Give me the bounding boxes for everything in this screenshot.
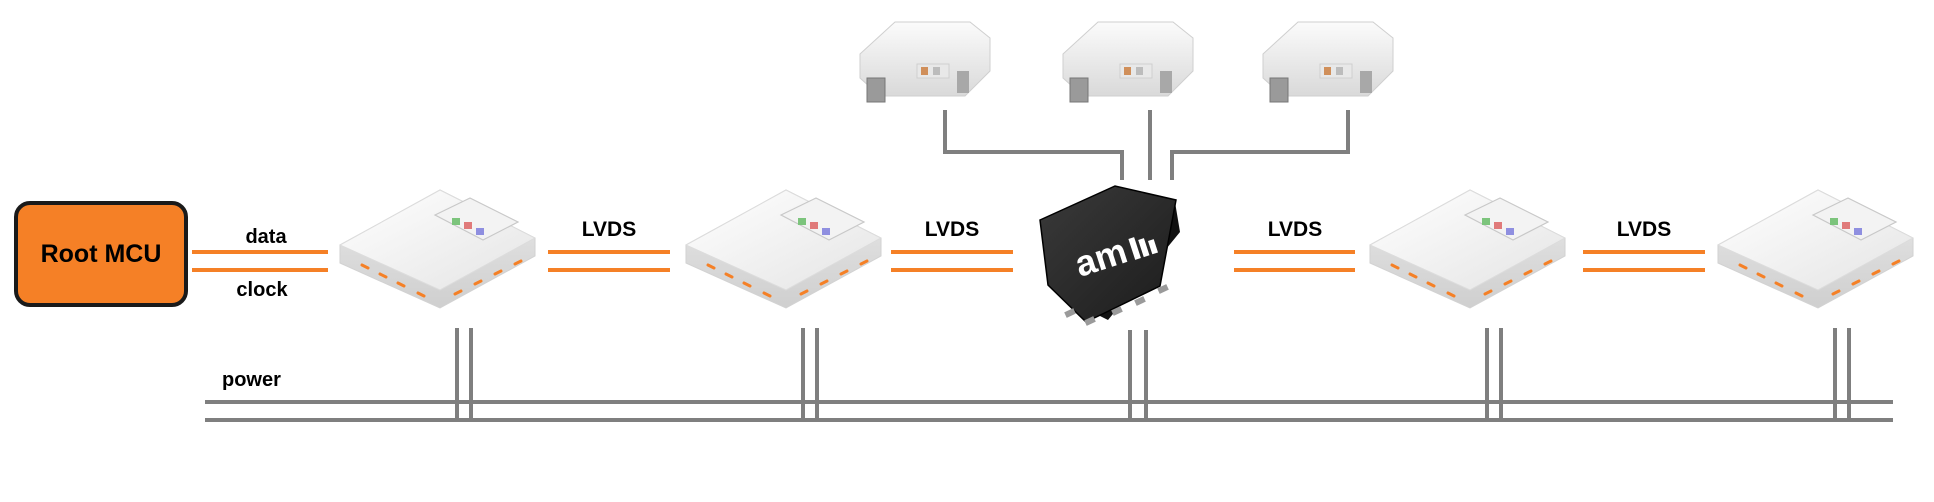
side-led-wires: [943, 110, 1350, 180]
power-label: power: [222, 369, 281, 391]
ams-chip: am: [1039, 185, 1180, 326]
lvds-label-1: LVDS: [582, 218, 636, 241]
lvds-label-2: LVDS: [925, 218, 979, 241]
data-label: data: [245, 226, 287, 248]
side-led-2: [1062, 21, 1194, 103]
power-drops: [455, 328, 1851, 420]
clock-label: clock: [236, 279, 288, 301]
led-package-4: [1716, 188, 1915, 310]
root-mcu-label: Root MCU: [41, 240, 162, 268]
power-bus: [205, 400, 1893, 422]
root-mcu: Root MCU: [14, 201, 188, 307]
chip-logo-mark: [1128, 237, 1159, 260]
lvds-label-3: LVDS: [1268, 218, 1322, 241]
led-package-3: [1368, 188, 1567, 310]
orange-links: [192, 250, 1705, 272]
led-package-2: [684, 188, 883, 310]
led-package-1: [338, 188, 537, 310]
lvds-label-4: LVDS: [1617, 218, 1671, 241]
side-led-1: [859, 21, 991, 103]
side-led-3: [1262, 21, 1394, 103]
